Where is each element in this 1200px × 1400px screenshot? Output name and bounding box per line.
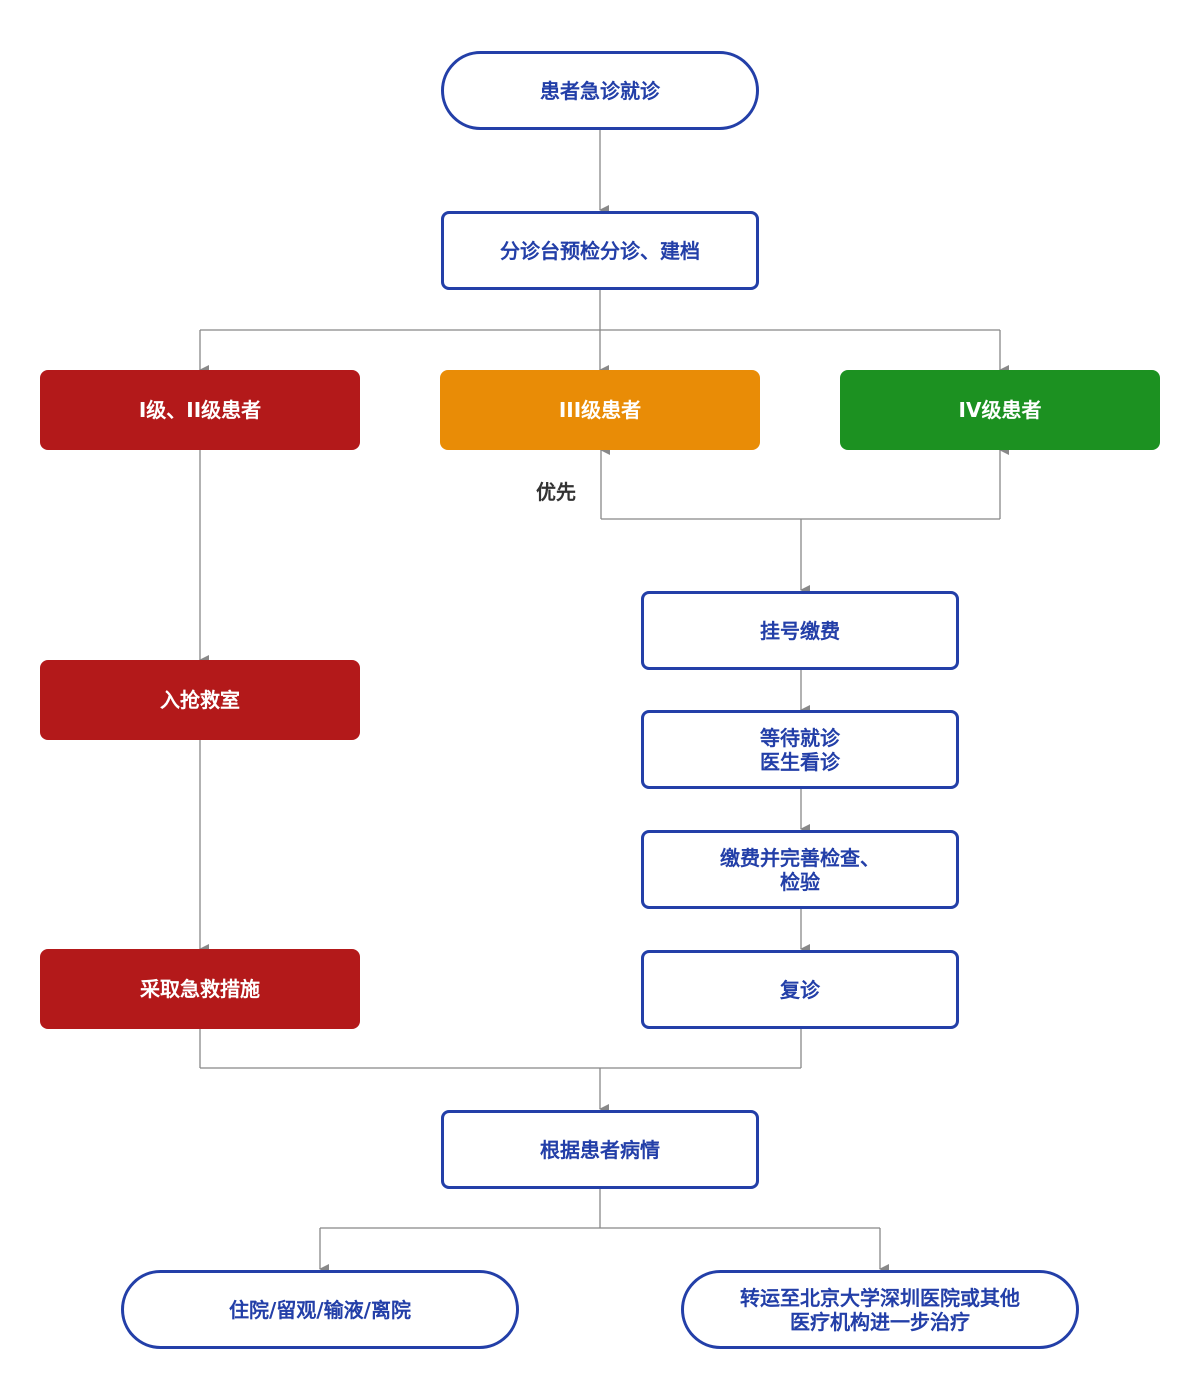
node-outcome-stay: 住院/留观/输液/离院: [121, 1270, 519, 1349]
node-rescue-room: 入抢救室: [40, 660, 360, 740]
node-triage: 分诊台预检分诊、建档: [441, 211, 759, 290]
node-by-condition: 根据患者病情: [441, 1110, 759, 1189]
node-pay-exams: 缴费并完善检查、 检验: [641, 830, 959, 909]
node-level-3: III级患者: [440, 370, 760, 450]
priority-label: 优先: [536, 480, 576, 504]
node-emergency-measures: 采取急救措施: [40, 949, 360, 1029]
node-outcome-transfer: 转运至北京大学深圳医院或其他 医疗机构进一步治疗: [681, 1270, 1079, 1349]
node-level-4: IV级患者: [840, 370, 1160, 450]
node-follow-up: 复诊: [641, 950, 959, 1029]
node-register-pay: 挂号缴费: [641, 591, 959, 670]
node-start: 患者急诊就诊: [441, 51, 759, 130]
node-wait-consult: 等待就诊 医生看诊: [641, 710, 959, 789]
node-level-1-2: I级、II级患者: [40, 370, 360, 450]
